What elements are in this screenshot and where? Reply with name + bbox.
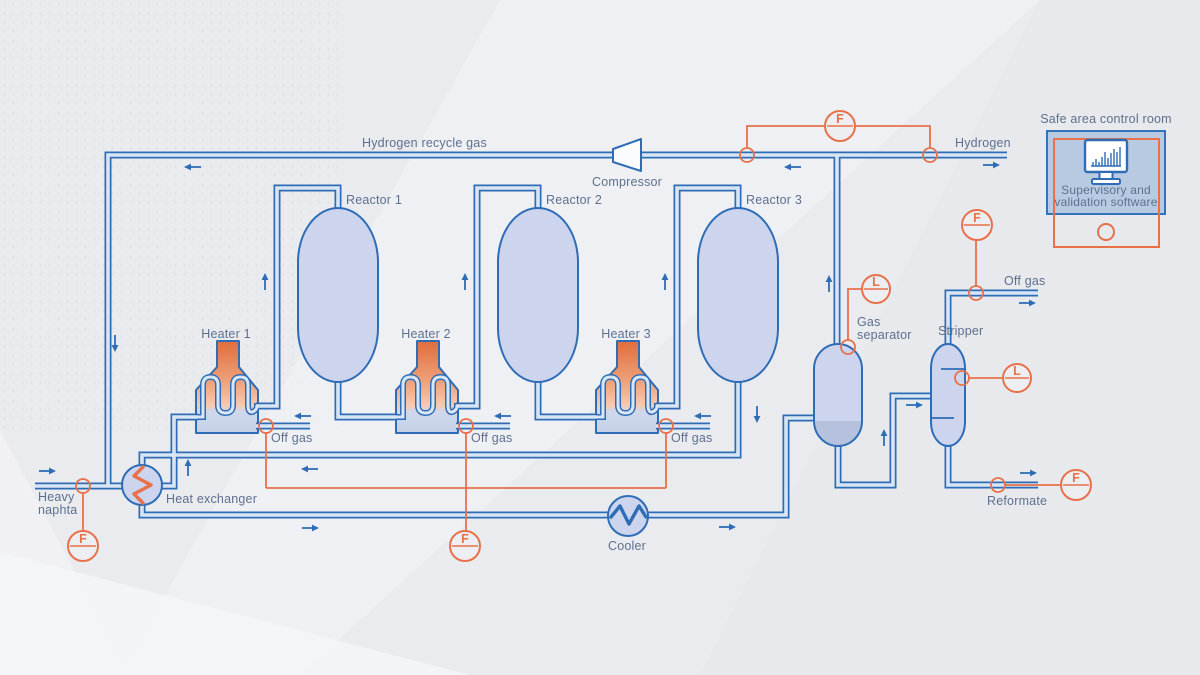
gas-separator-vessel <box>813 343 863 447</box>
control-room <box>1046 130 1166 248</box>
reactor-3-label: Reactor 3 <box>746 193 802 207</box>
gas-separator-line2: separator <box>857 327 912 342</box>
reactor-3-vessel <box>697 207 779 383</box>
off-gas-label-heater-2: Off gas <box>471 431 513 445</box>
compressor-symbol <box>612 138 642 172</box>
off-gas-label-heater-3: Off gas <box>671 431 713 445</box>
gas-separator-label: Gas separator <box>857 316 912 341</box>
cooler-zigzag-icon <box>609 504 648 526</box>
heater-1-label: Heater 1 <box>201 327 251 341</box>
heavy-naphta-line2: naphta <box>38 502 78 517</box>
heaters-offgas-flow-letter: F <box>461 532 469 546</box>
reformate-flow-letter: F <box>1072 471 1080 485</box>
cooler-unit <box>607 495 649 537</box>
recycle-flow-letter: F <box>836 112 844 126</box>
separator-level-letter: L <box>872 275 880 289</box>
process-taps <box>75 147 1006 494</box>
compressor-label: Compressor <box>591 175 663 189</box>
reactor-2-vessel <box>497 207 579 383</box>
heavy-naphta-line1: Heavy <box>38 490 75 504</box>
feed-flow-letter: F <box>79 532 87 546</box>
reactor-2-label: Reactor 2 <box>546 193 602 207</box>
reactor-1-label: Reactor 1 <box>346 193 402 207</box>
off-gas-label-stripper: Off gas <box>1004 274 1046 288</box>
stripper-label: Stripper <box>938 324 984 338</box>
control-room-title: Safe area control room <box>1040 112 1172 126</box>
heavy-naphta-label: Heavy naphta <box>38 491 77 516</box>
heat-exchanger-zigzag-icon <box>132 465 153 505</box>
heater-3-label: Heater 3 <box>601 327 651 341</box>
software-label-line1: Supervisory and <box>1061 183 1151 197</box>
stripper-trays <box>931 368 965 419</box>
reactor-1-vessel <box>297 207 379 383</box>
reformate-label: Reformate <box>987 494 1048 508</box>
hydrogen-recycle-gas-label: Hydrogen recycle gas <box>362 136 487 150</box>
heat-exchanger-unit <box>121 464 163 506</box>
off-gas-label-heater-1: Off gas <box>271 431 313 445</box>
gas-separator-line1: Gas <box>857 315 881 329</box>
control-room-node-icon <box>1097 223 1115 241</box>
stripper-vessel <box>930 343 966 447</box>
stripper-offgas-flow-letter: F <box>973 211 981 225</box>
stripper-level-letter: L <box>1013 364 1021 378</box>
heat-exchanger-label: Heat exchanger <box>166 492 258 506</box>
bar-chart-monitor-icon <box>1083 138 1129 185</box>
heater-2-label: Heater 2 <box>401 327 451 341</box>
cooler-label: Cooler <box>607 539 647 553</box>
dot-texture <box>0 0 340 430</box>
instrument-chord-lines <box>70 125 1089 547</box>
hydrogen-label: Hydrogen <box>955 136 1011 150</box>
software-label-line2: validation software <box>1054 195 1158 209</box>
